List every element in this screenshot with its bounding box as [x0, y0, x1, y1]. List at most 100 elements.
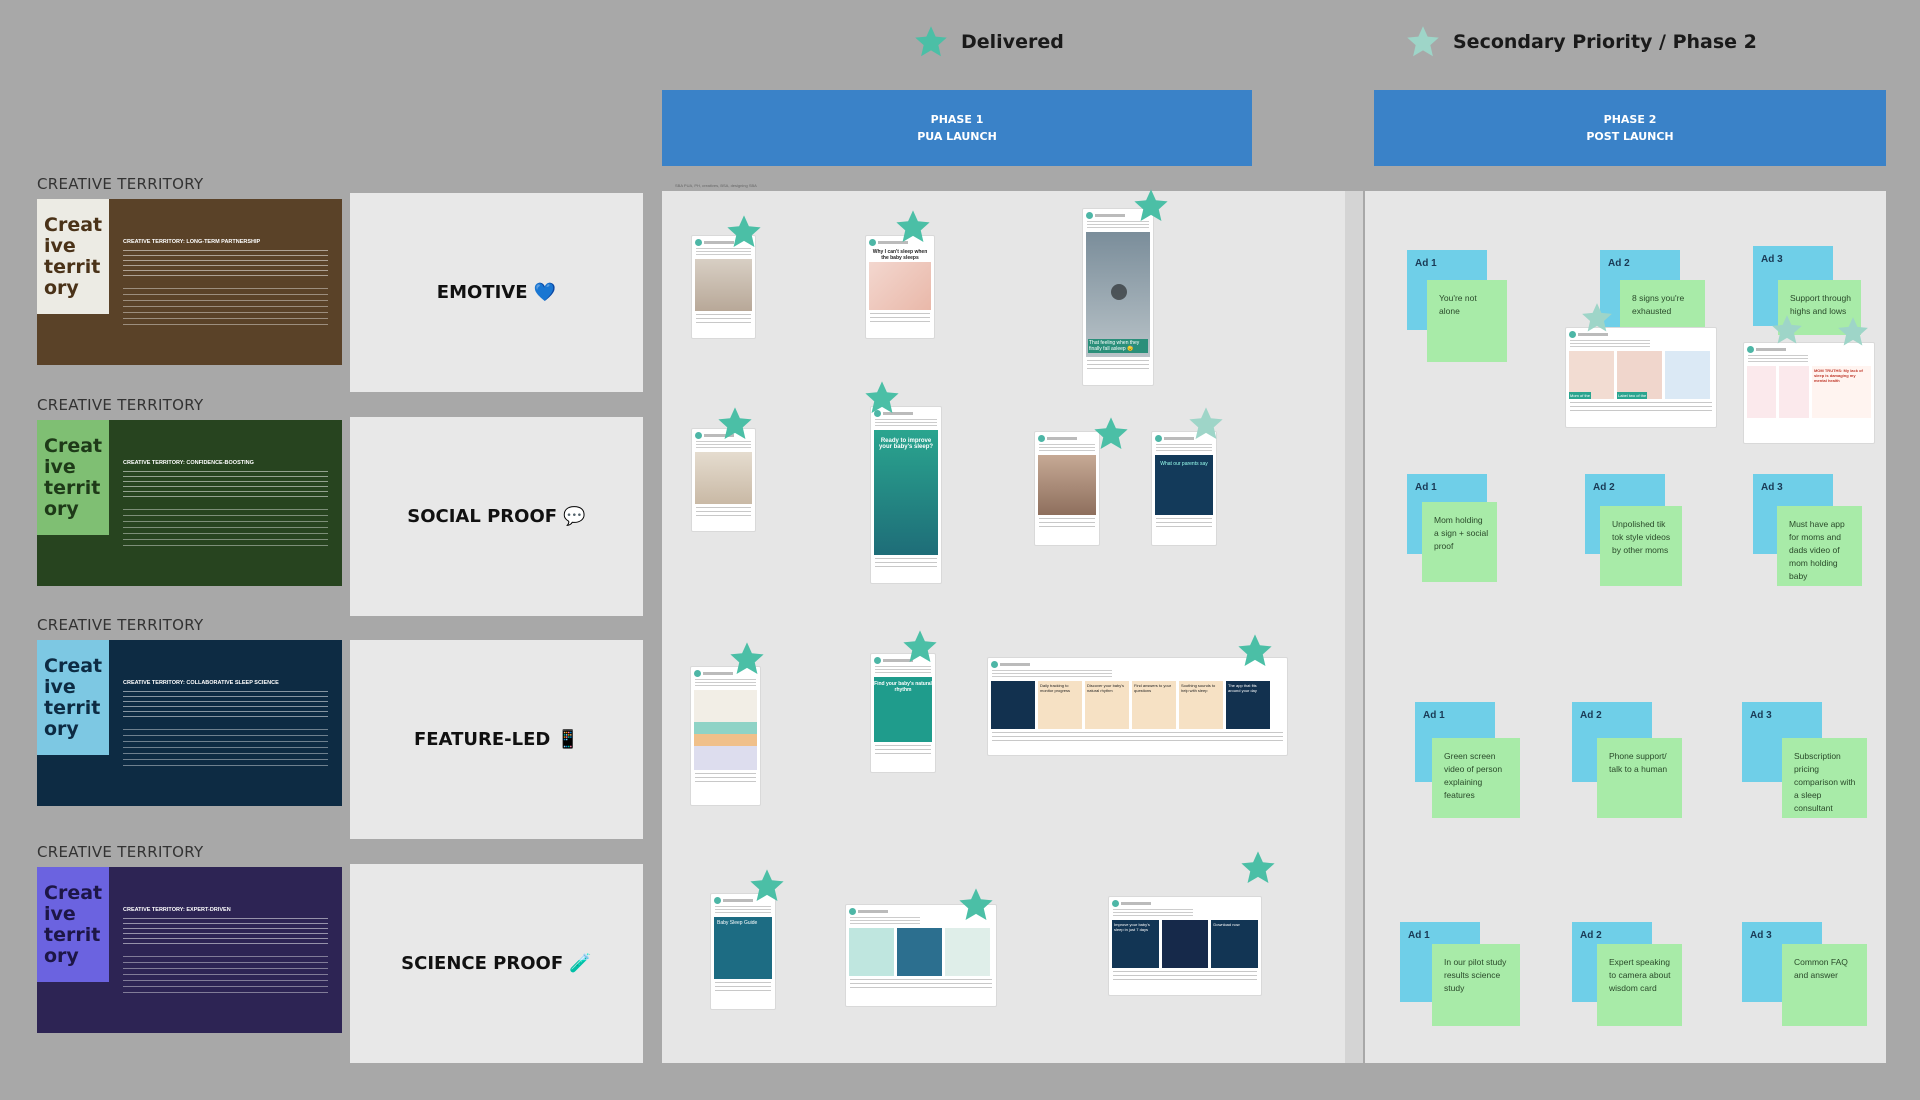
sticky-note[interactable]: Common FAQ and answer: [1782, 944, 1867, 1026]
secondary-star-icon: [1772, 315, 1802, 344]
ad-headline: Ready to improve your baby's sleep?: [878, 438, 934, 450]
sticky-note[interactable]: Mom holding a sign + social proof: [1422, 502, 1497, 582]
ad-mockup-emotive-1[interactable]: [691, 235, 756, 339]
ad-mockup-social-1[interactable]: [691, 428, 756, 532]
ad-headline: Baby Sleep Guide: [717, 920, 758, 926]
territory-card-title: Creat ive territ ory: [37, 640, 109, 755]
legend-delivered: Delivered: [913, 24, 1064, 60]
territory-card-body: CREATIVE TERRITORY: LONG-TERM PARTNERSHI…: [109, 199, 342, 365]
carousel-card: Download now: [1211, 920, 1259, 968]
phase-1-subtitle: PUA LAUNCH: [917, 130, 997, 143]
ad-image: Ready to improve your baby's sleep?: [874, 430, 938, 555]
ad-mockup-science-2[interactable]: [845, 904, 997, 1007]
sticky-ad-title: Ad 2: [1608, 258, 1630, 269]
territory-card-title: Creat ive territ ory: [37, 867, 109, 982]
phase-2-subtitle: POST LAUNCH: [1586, 130, 1674, 143]
carousel[interactable]: Daily tracking to monitor progress Disco…: [988, 681, 1287, 729]
ad-mockup-science-3[interactable]: Improve your baby's sleep in just 7 days…: [1108, 896, 1262, 996]
sticky-note[interactable]: In our pilot study results science study: [1432, 944, 1520, 1026]
territory-card-title: Creat ive territ ory: [37, 199, 109, 314]
ad-mockup-social-3[interactable]: [1034, 431, 1100, 546]
delivered-star-icon: [896, 210, 930, 243]
territory-label: CREATIVE TERRITORY: [37, 843, 204, 861]
sticky-ad-title: Ad 3: [1750, 930, 1772, 941]
category-social-proof[interactable]: SOCIAL PROOF 💬: [350, 417, 643, 616]
sticky-ad-title: Ad 3: [1761, 482, 1783, 493]
delivered-star-icon: [750, 869, 784, 902]
category-science-proof[interactable]: SCIENCE PROOF 🧪: [350, 864, 643, 1063]
sticky-ad-title: Ad 3: [1750, 710, 1772, 721]
carousel-card: Discover your baby's natural rhythm: [1085, 681, 1129, 729]
ad-mockup-p2-ad3[interactable]: MOM TRUTHS: My lack of sleep is damaging…: [1743, 342, 1875, 444]
sticky-note[interactable]: Must have app for moms and dads video of…: [1777, 506, 1862, 586]
ad-overlay: Label two of the: [1617, 392, 1648, 399]
secondary-star-icon: [1838, 317, 1868, 346]
ad-mockup-social-2[interactable]: Ready to improve your baby's sleep?: [870, 406, 942, 584]
territory-card-body: CREATIVE TERRITORY: EXPERT-DRIVEN: [109, 867, 342, 1033]
legend-secondary: Secondary Priority / Phase 2: [1405, 24, 1757, 60]
category-feature-led[interactable]: FEATURE-LED 📱: [350, 640, 643, 839]
ad-mockup-feature-1[interactable]: [690, 666, 761, 806]
sticky-note[interactable]: You're not alone: [1427, 280, 1507, 362]
carousel-card: Improve your baby's sleep in just 7 days: [1112, 920, 1159, 968]
ad-headline: MOM TRUTHS: My lack of sleep is damaging…: [1811, 366, 1871, 418]
territory-heading: CREATIVE TERRITORY: CONFIDENCE-BOOSTING: [123, 460, 254, 466]
phase-2-title: PHASE 2: [1603, 113, 1657, 126]
territory-card-expert[interactable]: Creat ive territ ory CREATIVE TERRITORY:…: [37, 867, 342, 1033]
sticky-ad-title: Ad 1: [1423, 710, 1445, 721]
ad-mockup-feature-carousel[interactable]: Daily tracking to monitor progress Disco…: [987, 657, 1288, 756]
sticky-note[interactable]: Unpolished tik tok style videos by other…: [1600, 506, 1682, 586]
territory-heading: CREATIVE TERRITORY: LONG-TERM PARTNERSHI…: [123, 239, 261, 245]
delivered-star-icon: [959, 888, 993, 921]
category-emotive[interactable]: EMOTIVE 💙: [350, 193, 643, 392]
ad-mockup-feature-2[interactable]: Find your baby's natural rhythm: [870, 653, 936, 773]
ad-mockup-emotive-3[interactable]: That feeling when they finally fall asle…: [1082, 208, 1154, 386]
ad-mockup-p2-ad2[interactable]: Mom of the Label two of the: [1565, 327, 1717, 428]
delivered-star-icon: [903, 630, 937, 663]
territory-card-long-term[interactable]: Creat ive territ ory CREATIVE TERRITORY:…: [37, 199, 342, 365]
delivered-star-icon: [727, 215, 761, 248]
sticky-ad-title: Ad 1: [1415, 482, 1437, 493]
ad-headline: Find your baby's natural rhythm: [874, 681, 932, 693]
phase-1-title: PHASE 1: [930, 113, 984, 126]
sticky-ad-title: Ad 2: [1580, 930, 1602, 941]
ad-mockup-science-1[interactable]: Baby Sleep Guide: [710, 893, 776, 1010]
ad-mockup-emotive-2[interactable]: Why I can't sleep when the baby sleeps: [865, 235, 935, 339]
sticky-ad-title: Ad 1: [1408, 930, 1430, 941]
delivered-star-icon: [718, 407, 752, 440]
sticky-ad-title: Ad 3: [1761, 254, 1783, 265]
delivered-star-icon: [1238, 634, 1272, 667]
sticky-note[interactable]: Green screen video of person explaining …: [1432, 738, 1520, 818]
territory-card-sleep-science[interactable]: Creat ive territ ory CREATIVE TERRITORY:…: [37, 640, 342, 806]
ad-overlay: That feeling when they finally fall asle…: [1088, 339, 1148, 353]
phase-1-header[interactable]: PHASE 1 PUA LAUNCH: [662, 90, 1252, 166]
secondary-star-icon: [1582, 303, 1612, 332]
sticky-note[interactable]: Subscription pricing comparison with a s…: [1782, 738, 1867, 818]
territory-heading: CREATIVE TERRITORY: COLLABORATIVE SLEEP …: [123, 680, 279, 686]
play-icon[interactable]: [1111, 284, 1127, 300]
sticky-note[interactable]: 8 signs you're exhausted: [1620, 280, 1705, 330]
sticky-note[interactable]: Phone support/ talk to a human: [1597, 738, 1682, 818]
sticky-ad-title: Ad 2: [1580, 710, 1602, 721]
delivered-star-icon: [865, 381, 899, 414]
secondary-star-icon: [1189, 407, 1223, 440]
phase-1-note: SBA PUA, PH, creatives, BSA, designing S…: [675, 183, 757, 188]
ad-overlay: What our parents say: [1160, 461, 1208, 467]
ad-mockup-social-4[interactable]: What our parents say: [1151, 431, 1217, 546]
sticky-ad-title: Ad 1: [1415, 258, 1437, 269]
carousel-card: The app that fits around your day: [1226, 681, 1270, 729]
carousel-card: Soothing sounds to help with sleep: [1179, 681, 1223, 729]
territory-card-body: CREATIVE TERRITORY: COLLABORATIVE SLEEP …: [109, 640, 342, 806]
territory-card-title: Creat ive territ ory: [37, 420, 109, 535]
territory-card-confidence[interactable]: Creat ive territ ory CREATIVE TERRITORY:…: [37, 420, 342, 586]
phase-2-header[interactable]: PHASE 2 POST LAUNCH: [1374, 90, 1886, 166]
sticky-note[interactable]: Expert speaking to camera about wisdom c…: [1597, 944, 1682, 1026]
delivered-star-icon: [730, 642, 764, 675]
legend-secondary-label: Secondary Priority / Phase 2: [1453, 31, 1757, 53]
legend-delivered-label: Delivered: [961, 31, 1064, 53]
phase-divider: [1345, 191, 1363, 1063]
ad-overlay: Mom of the: [1569, 392, 1592, 399]
territory-label: CREATIVE TERRITORY: [37, 616, 204, 634]
delivered-star-icon: [1241, 851, 1275, 884]
territory-heading: CREATIVE TERRITORY: EXPERT-DRIVEN: [123, 907, 231, 913]
